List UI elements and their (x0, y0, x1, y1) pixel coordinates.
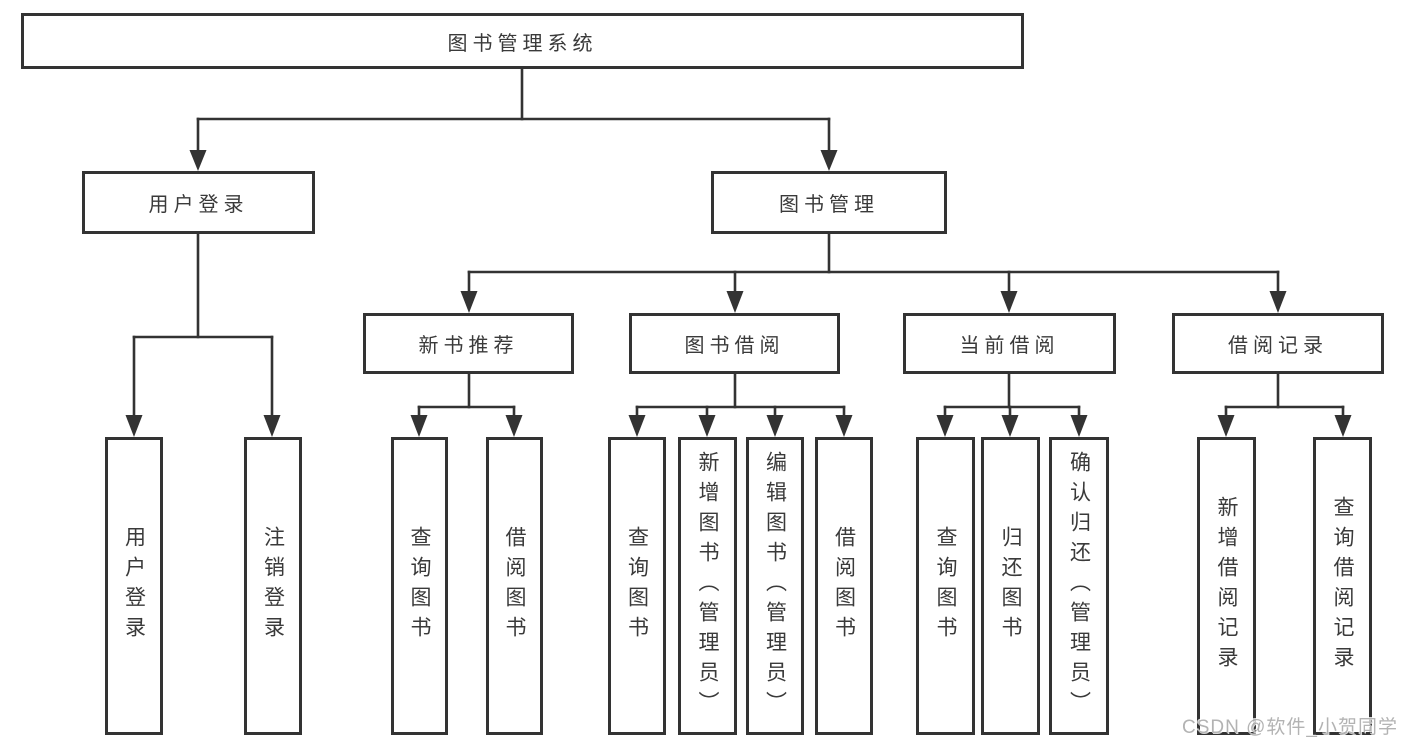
connector-current-borrow-branch (936, 372, 1088, 437)
leaf-label: 查询图书 (934, 526, 957, 646)
leaf-query-books-borrow: 查询图书 (608, 437, 666, 735)
leaf-label: 新增借阅记录 (1215, 496, 1238, 676)
leaf-logout: 注销登录 (244, 437, 302, 735)
leaf-edit-books-admin: 编辑图书（管理员） (746, 437, 804, 735)
leaf-label: 归还图书 (999, 526, 1022, 646)
node-new-book-recommend: 新书推荐 (363, 313, 574, 374)
connector-user-login-branch (125, 232, 281, 437)
leaf-query-books-current: 查询图书 (916, 437, 975, 735)
leaf-label: 借阅图书 (503, 526, 526, 646)
node-borrow-records: 借阅记录 (1172, 313, 1384, 374)
leaf-borrow-books: 借阅图书 (815, 437, 873, 735)
node-label: 新书推荐 (418, 335, 519, 357)
node-label: 用户登录 (148, 194, 249, 216)
node-library-management-system: 图书管理系统 (21, 13, 1024, 69)
node-label: 借阅记录 (1228, 335, 1328, 357)
leaf-user-login: 用户登录 (105, 437, 163, 735)
leaf-label: 查询图书 (625, 526, 649, 646)
leaf-add-borrow-record: 新增借阅记录 (1197, 437, 1256, 735)
leaf-query-books-recommend: 查询图书 (391, 437, 448, 735)
connector-root-to-level2 (189, 67, 838, 171)
connector-book-management-branch (460, 232, 1287, 313)
leaf-label: 借阅图书 (832, 526, 856, 646)
leaf-label: 用户登录 (122, 526, 146, 646)
node-book-management: 图书管理 (711, 171, 947, 234)
leaf-label: 确认归还（管理员） (1067, 451, 1091, 721)
leaf-query-borrow-record: 查询借阅记录 (1313, 437, 1372, 735)
connector-book-borrow-branch (628, 372, 853, 437)
leaf-return-books: 归还图书 (981, 437, 1040, 735)
leaf-label: 编辑图书（管理员） (763, 451, 787, 721)
leaf-label: 新增图书（管理员） (696, 451, 719, 721)
watermark: CSDN @软件_小贺同学 (1182, 717, 1398, 738)
node-current-borrow: 当前借阅 (903, 313, 1116, 374)
leaf-confirm-return-admin: 确认归还（管理员） (1049, 437, 1109, 735)
leaf-borrow-books-recommend: 借阅图书 (486, 437, 543, 735)
leaf-label: 注销登录 (261, 526, 285, 646)
node-user-login: 用户登录 (82, 171, 315, 234)
node-label: 图书管理系统 (447, 32, 598, 55)
node-label: 图书管理 (779, 194, 879, 216)
node-book-borrow: 图书借阅 (629, 313, 840, 374)
leaf-label: 查询借阅记录 (1331, 496, 1354, 676)
connector-new-book-recommend-branch (410, 372, 523, 437)
node-label: 图书借阅 (684, 335, 785, 357)
leaf-label: 查询图书 (408, 526, 431, 646)
leaf-add-books-admin: 新增图书（管理员） (678, 437, 737, 735)
connector-borrow-records-branch (1217, 372, 1352, 437)
node-label: 当前借阅 (959, 335, 1060, 357)
